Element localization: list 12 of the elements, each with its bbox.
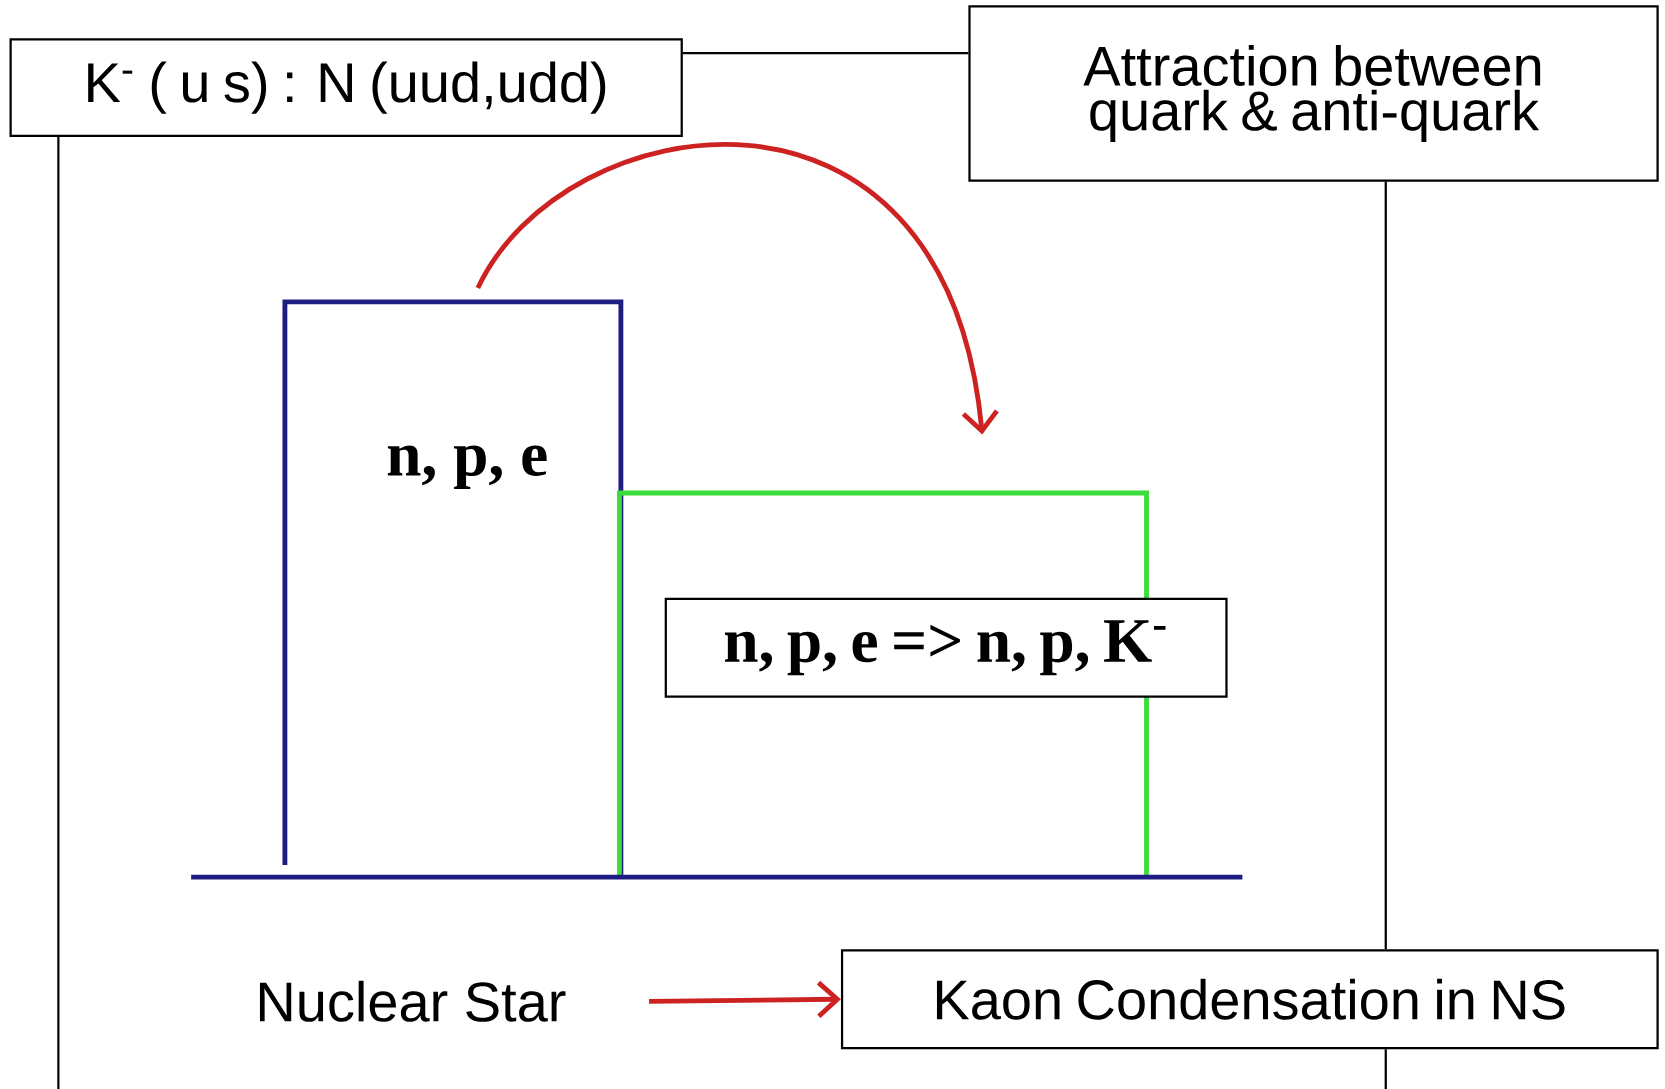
region-bar: n, p, e xyxy=(282,299,624,878)
connector-line xyxy=(682,51,969,54)
connector-line xyxy=(1384,1048,1387,1089)
note-box: Attraction between quark & anti-quark xyxy=(968,5,1659,182)
connector-line xyxy=(1384,181,1387,950)
heading-box: K$^{-}$ ( u s) : N (uud,udd) xyxy=(9,37,683,137)
result-box: Kaon Condensation in NS xyxy=(840,949,1659,1049)
arrow xyxy=(475,142,999,435)
arrow xyxy=(649,980,841,1018)
connector-line xyxy=(57,136,60,1089)
reaction-box: n, p, e => n, p, K$^{-}$ xyxy=(664,597,1228,698)
state-label: Nuclear Star xyxy=(259,980,566,1022)
